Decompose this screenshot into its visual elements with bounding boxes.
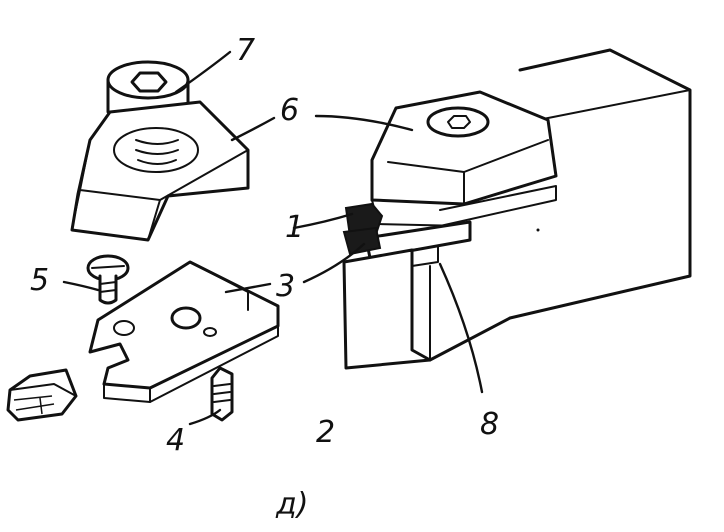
callout-3: 3 [276, 269, 295, 304]
leader-3-left [224, 282, 272, 294]
callout-2: 2 [316, 415, 335, 450]
leader-8 [438, 262, 484, 394]
callout-4: 4 [166, 423, 185, 458]
leader-lines [62, 50, 484, 426]
callout-labels: 1 2 3 4 5 6 7 8 [30, 33, 499, 458]
callout-5: 5 [30, 263, 49, 298]
leader-4 [188, 408, 222, 426]
figure-caption: д) [275, 487, 308, 522]
leader-3-right [302, 242, 366, 284]
callout-8: 8 [480, 407, 499, 442]
callout-6: 6 [280, 93, 299, 128]
leader-7 [174, 50, 232, 94]
callout-7: 7 [236, 33, 255, 68]
leader-1 [292, 212, 354, 230]
leader-6-right [314, 114, 414, 132]
assembled-tool-holder [342, 48, 692, 370]
leader-6-left [230, 116, 276, 142]
cutting-insert-loose [6, 368, 78, 422]
support-plate-exploded [88, 260, 280, 403]
small-screw [86, 254, 130, 305]
callout-1: 1 [285, 210, 304, 245]
clamp-plate-exploded [70, 100, 250, 242]
leader-5 [62, 280, 100, 292]
